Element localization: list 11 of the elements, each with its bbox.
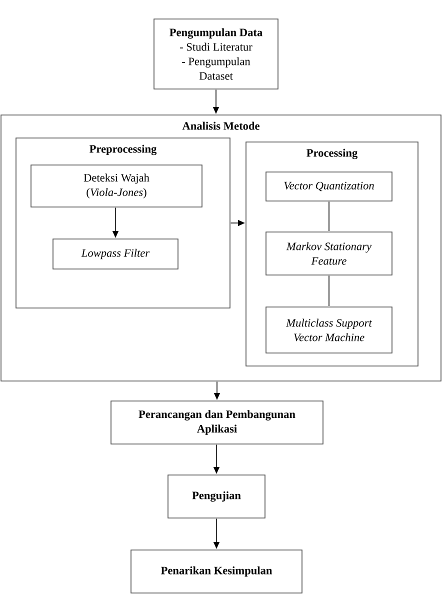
process-box: Markov Stationary Feature — [266, 232, 392, 276]
process-box: Pengumpulan Data - Studi Literatur - Pengumpulan Dataset — [154, 18, 278, 90]
process-box: Perancangan dan Pembangunan Aplikasi — [110, 400, 324, 444]
process-box: Penarikan Kesimpulan — [130, 550, 302, 594]
connector-line — [328, 275, 330, 306]
process-box: Lowpass Filter — [52, 238, 178, 270]
connector-line — [328, 201, 330, 232]
process-box: Multiclass Support Vector Machine — [266, 306, 392, 354]
process-box: Vector Quantization — [266, 172, 392, 202]
process-box: Deteksi Wajah (Viola-Jones) — [30, 164, 202, 208]
process-box: Pengujian — [168, 474, 266, 518]
